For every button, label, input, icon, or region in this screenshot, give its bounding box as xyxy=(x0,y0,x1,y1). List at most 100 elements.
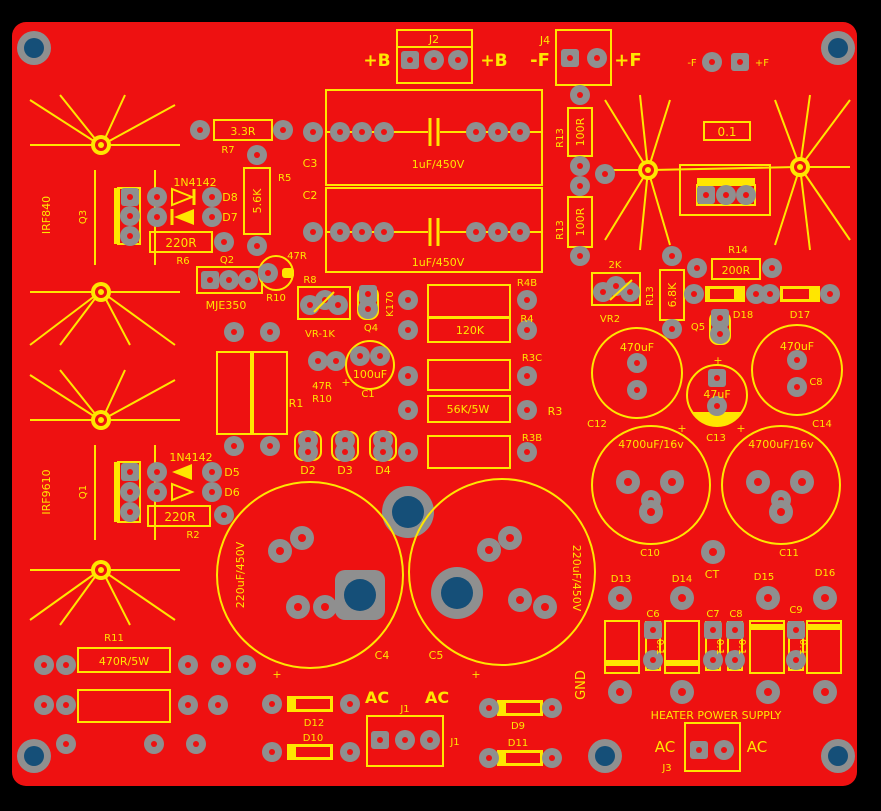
diode-d18 xyxy=(684,284,766,304)
c9-value: 0.1 xyxy=(797,639,808,655)
r13-side-pad xyxy=(595,164,615,184)
c1-plus: + xyxy=(341,376,350,389)
c13-ref: C13 xyxy=(706,433,726,444)
diode-d2 xyxy=(294,430,322,462)
d16-ref: D16 xyxy=(815,568,835,579)
q1-ref: Q1 xyxy=(78,485,89,499)
c3-value: 1uF/450V xyxy=(412,158,465,171)
d10-ref: D10 xyxy=(303,733,323,744)
capacitor-c10 xyxy=(591,425,711,545)
r13-top-ref: R13 xyxy=(555,128,566,148)
r4-ref: R4 xyxy=(520,314,533,325)
r13-68k-value: 6.8K xyxy=(666,282,679,307)
c6-ref: C6 xyxy=(646,609,659,620)
resistor-r3b xyxy=(398,435,537,469)
resistor-r7 xyxy=(190,119,293,141)
capacitor-c1 xyxy=(345,340,395,390)
d14-ref: D14 xyxy=(672,574,692,585)
d5-ref: D5 xyxy=(224,466,239,479)
r5-ref: R5 xyxy=(278,173,291,184)
j1-ref-right: J1 xyxy=(449,737,459,748)
c13-value: 47uF xyxy=(703,388,730,401)
c10-ref: C10 xyxy=(640,548,660,559)
d6-ref: D6 xyxy=(224,486,239,499)
d8-ref: D8 xyxy=(222,191,237,204)
r4-value: 120K xyxy=(456,324,485,337)
r2-value: 220R xyxy=(164,510,195,524)
c12-value: 470uF xyxy=(620,341,654,354)
capacitor-c12 xyxy=(591,327,683,419)
r7-ref: R7 xyxy=(221,145,234,156)
heatsink-hole-q3-bottom xyxy=(91,282,111,302)
c1-value: 100uF xyxy=(353,368,387,381)
trimmer-r10-top xyxy=(258,255,294,291)
r13-mid-value: 100R xyxy=(574,207,587,236)
r5-value: 5.6K xyxy=(251,188,264,213)
diode-d12 xyxy=(262,694,360,714)
r10-lower-pad-1 xyxy=(308,351,328,371)
r14-ref: R14 xyxy=(728,245,748,256)
vr2-value: 2K xyxy=(609,260,622,271)
resistor-r1 xyxy=(216,322,288,456)
d11-ref: D11 xyxy=(508,738,528,749)
board-substrate xyxy=(12,22,857,786)
c14-ref: C14 xyxy=(812,419,832,430)
diode-d17 xyxy=(760,284,840,304)
d3-ref: D3 xyxy=(337,464,352,477)
c5-ref: C5 xyxy=(429,649,444,662)
transistor-q3 xyxy=(114,187,141,246)
diode-d14 xyxy=(664,586,700,704)
r10-top-ref: R10 xyxy=(266,293,286,304)
c8-ref: C8 xyxy=(809,377,822,388)
diode-d6 xyxy=(147,482,222,502)
c4-value: 220uF/450V xyxy=(234,541,247,608)
r4b-ref: R4B xyxy=(517,278,537,289)
d13-ref: D13 xyxy=(611,574,631,585)
q2-part: MJE350 xyxy=(206,299,247,312)
diode-d5 xyxy=(147,462,222,482)
trimmer-r8 xyxy=(297,286,351,320)
q5-ref: Q5 xyxy=(691,322,705,333)
diode-d3 xyxy=(331,430,359,462)
r6-value: 220R xyxy=(165,236,196,250)
c11-plus: + xyxy=(736,422,745,435)
capacitor-c7 xyxy=(703,621,723,671)
diode-d7 xyxy=(147,207,222,227)
r10-lower-value: 47R xyxy=(312,381,332,392)
resistor-r6 xyxy=(149,231,234,253)
q3-ref: Q3 xyxy=(78,210,89,224)
j1-ac-right: AC xyxy=(425,688,449,707)
diode-d16 xyxy=(806,586,842,704)
r11-value: 470R/5W xyxy=(99,655,149,668)
terminal-j3 xyxy=(684,722,741,772)
c8-small-value: 0.1 xyxy=(736,639,747,655)
r8-value: VR-1K xyxy=(305,329,335,340)
r1-ref: R1 xyxy=(289,397,304,410)
capacitor-c6 xyxy=(643,621,663,671)
q3-part: IRF840 xyxy=(40,196,53,234)
f-test-plus: +F xyxy=(755,58,769,69)
capacitor-c3 xyxy=(303,89,543,186)
d4-ref: D4 xyxy=(375,464,390,477)
ct-label: CT xyxy=(705,568,720,581)
d12-ref: D12 xyxy=(304,718,324,729)
c10-value: 4700uF/16v xyxy=(618,438,684,451)
resistor-r13-mid xyxy=(567,196,593,266)
c3-ref: C3 xyxy=(303,157,318,170)
capacitor-c14 xyxy=(751,324,843,416)
r13-top-value: 100R xyxy=(574,117,587,146)
j3-ref: J3 xyxy=(661,763,671,774)
j2-ref: J2 xyxy=(428,33,439,46)
diode-d9 xyxy=(479,698,562,718)
resistor-r2 xyxy=(147,505,234,527)
r8-ref: R8 xyxy=(303,275,316,286)
r14-value: 200R xyxy=(722,264,751,277)
d15-ref: D15 xyxy=(754,572,774,583)
heater-title: HEATER POWER SUPPLY xyxy=(651,709,782,722)
capacitor-c11 xyxy=(721,425,841,545)
r3-value: 56K/5W xyxy=(447,403,490,416)
q2-ref: Q2 xyxy=(220,255,234,266)
r7-value: 3.3R xyxy=(230,125,255,138)
heatsink-hole-q1-top xyxy=(91,410,111,430)
d17-ref: D17 xyxy=(790,310,810,321)
